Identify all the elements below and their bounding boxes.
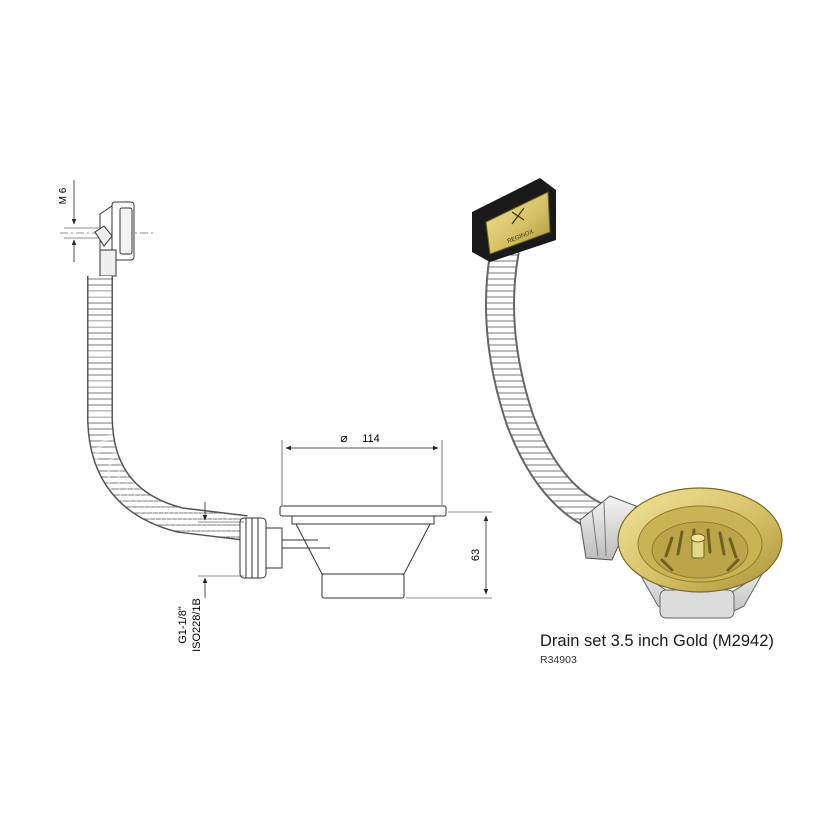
m6-label: M 6: [58, 187, 69, 204]
thread-spec-line2: ISO228/1B: [191, 598, 203, 652]
strainer-body-outline: [279, 505, 447, 599]
side-view-drawing: M 6 ⌀ 114 63 G1-1/8" ISO228/1B: [58, 180, 492, 652]
height-value: 63: [470, 549, 482, 561]
diameter-value: 114: [362, 433, 380, 445]
height-dimension: [406, 511, 492, 599]
overflow-button-icon: REGINOX: [472, 178, 556, 262]
connector-nut-outline: [239, 517, 283, 579]
diameter-dimension: [281, 440, 443, 505]
product-title: Drain set 3.5 inch Gold (M2942): [540, 632, 774, 650]
render-hose: [487, 247, 610, 533]
m6-dimension: [60, 180, 155, 262]
diameter-symbol: ⌀: [340, 431, 347, 445]
thread-spec-line1: G1-1/8": [177, 606, 189, 644]
drain-plug-icon: [617, 487, 783, 619]
product-render: REGINOX: [472, 178, 783, 619]
product-code: R34903: [540, 654, 577, 666]
overflow-head-outline: [94, 201, 135, 277]
thread-dimension: [198, 502, 244, 598]
